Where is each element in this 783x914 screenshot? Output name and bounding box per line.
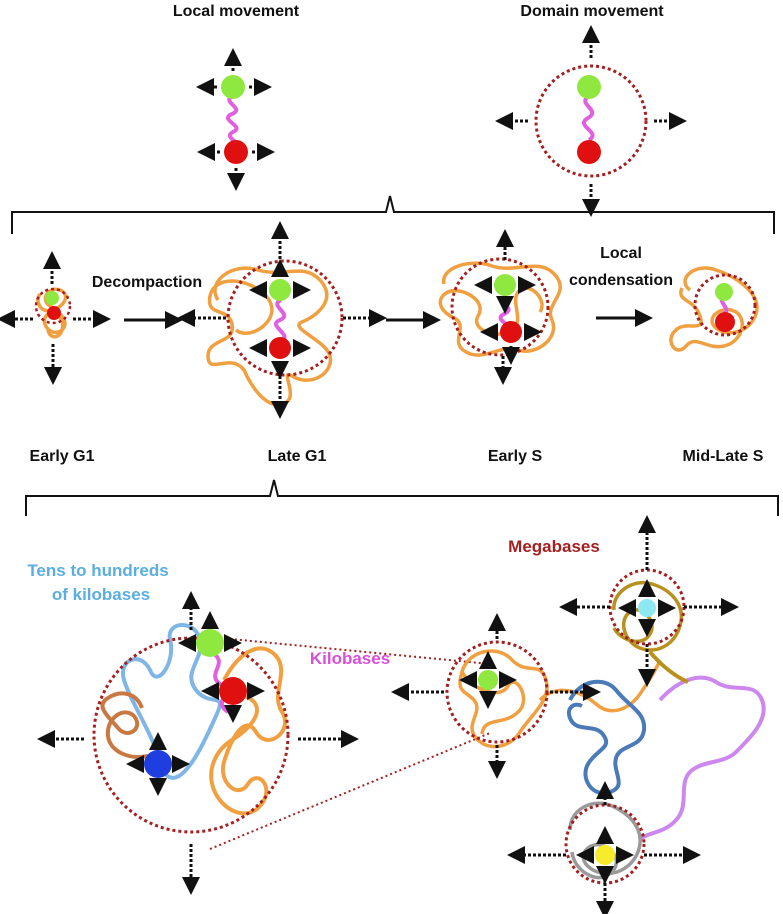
linker-chain — [226, 94, 239, 150]
early-g1-chromatin — [0, 251, 111, 385]
decompaction-label: Decompaction — [92, 274, 202, 291]
stage-early-s: Early S — [488, 448, 543, 465]
tens-to-hundreds-kilobases-line1: Tens to hundreds — [27, 561, 168, 580]
megabases-label: Megabases — [508, 537, 600, 556]
green-locus — [221, 75, 245, 99]
domain-circle — [534, 64, 648, 178]
local-condensation-label-line1: Local — [600, 245, 642, 262]
domain-movement-schematic — [495, 25, 687, 217]
zoomed-domain — [37, 591, 359, 895]
local-arrows — [196, 48, 275, 191]
kilobases-label: Kilobases — [310, 649, 390, 668]
stage-mid-late-s: Mid-Late S — [683, 448, 764, 465]
domain-movement-title: Domain movement — [520, 3, 664, 20]
bottom-brace — [25, 479, 779, 516]
early-s-chromatin — [438, 229, 562, 385]
red-locus — [577, 140, 601, 164]
red-locus — [224, 140, 248, 164]
late-g1-chromatin — [177, 221, 387, 419]
stage-late-g1: Late G1 — [268, 448, 327, 465]
mid-late-s-chromatin — [669, 266, 759, 352]
zoom-lines — [209, 636, 491, 850]
top-brace — [11, 195, 775, 234]
tens-to-hundreds-kilobases-line2: of kilobases — [52, 585, 150, 604]
stage-early-g1: Early G1 — [30, 448, 95, 465]
green-locus — [577, 75, 601, 99]
local-movement-title: Local movement — [173, 3, 300, 20]
domain-arrows — [495, 25, 687, 217]
megabase-domains — [391, 515, 766, 914]
local-condensation-label-line2: condensation — [569, 272, 673, 289]
local-movement-schematic — [196, 48, 275, 191]
